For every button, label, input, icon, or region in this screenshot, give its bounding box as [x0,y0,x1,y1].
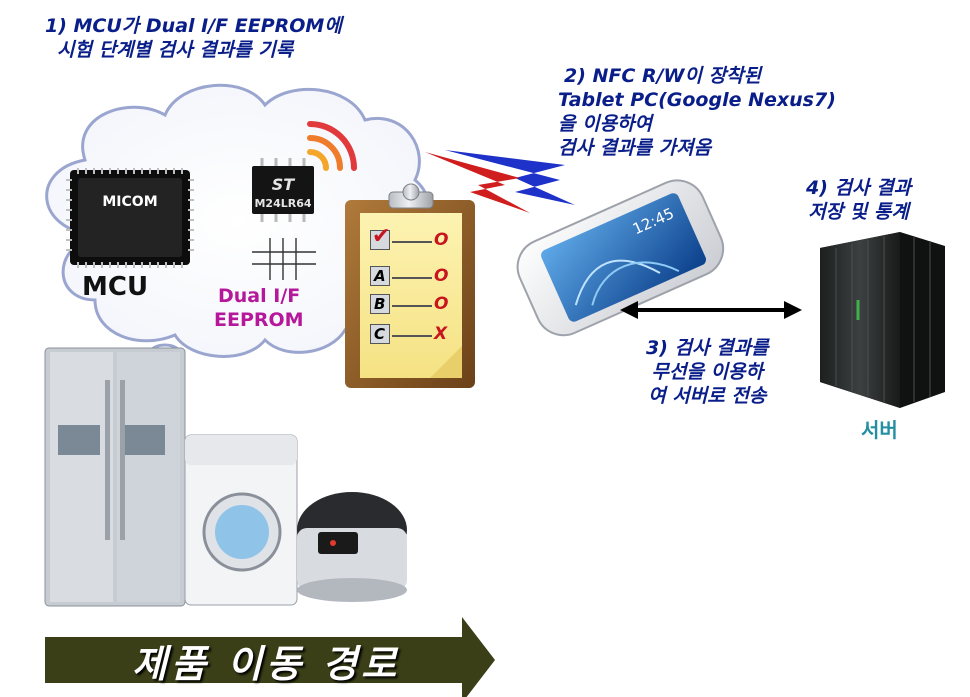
step4-note: 4) 검사 결과 저장 및 통계 [806,176,911,224]
step1-note: 1) MCU가 Dual I/F EEPROM에 시험 단계별 검사 결과를 기… [45,14,342,62]
double-arrow-icon [620,301,802,319]
step4-line2: 저장 및 통계 [808,201,909,223]
rice-cooker-icon [297,492,407,602]
refrigerator-icon [44,347,186,607]
checklist-row-3-mark: O [434,294,449,314]
checklist-row-4-label: C [374,325,386,343]
mcu-label: MCU [82,272,149,302]
step1-line1: 1) MCU가 Dual I/F EEPROM에 [45,15,342,37]
step2-line3: 을 이용하여 [558,113,653,135]
checklist-row-2-label: A [374,267,386,285]
route-label: 제품 이동 경로 [132,642,401,686]
checklist-row-2-mark: O [434,266,449,286]
micom-chip-label: MICOM [102,194,157,210]
checklist-row-1-mark: O [434,230,449,250]
eeprom-logo: ST [272,175,296,194]
step2-line1: 2) NFC R/W이 장착된 [564,65,762,87]
step2-note: 2) NFC R/W이 장착된 Tablet PC(Google Nexus7)… [558,64,836,160]
eeprom-chip-label: M24LR64 [254,197,311,210]
checklist-row-4-mark: X [434,324,448,344]
step2-line4: 검사 결과를 가져옴 [558,137,712,159]
checklist-row-3-label: B [374,295,386,313]
step2-line2: Tablet PC(Google Nexus7) [558,89,836,111]
step1-line2: 시험 단계별 검사 결과를 기록 [57,39,294,61]
server-label: 서버 [861,418,898,442]
step4-line1: 4) 검사 결과 [806,177,912,199]
eeprom-label-line1: Dual I/F [218,285,301,307]
route-arrow-icon [45,617,495,697]
eeprom-label-line2: EEPROM [214,309,304,331]
step3-line3: 여 서버로 전송 [648,385,767,407]
check-tick-icon: ✔ [372,224,391,249]
washing-machine-icon [184,434,298,606]
step3-line1: 3) 검사 결과를 [646,337,769,359]
eeprom-chip-icon: ST M24LR64 [252,158,316,280]
eeprom-label: Dual I/F EEPROM [214,284,304,332]
step3-line2: 무선을 이용하 [651,361,764,383]
server-icon [820,232,945,408]
nfc-signal-icon [307,121,357,171]
tablet-pc-icon: 12:45 [516,179,725,337]
wireless-bolt-icon [425,150,575,213]
checklist-clipboard-icon [345,183,475,388]
micom-chip-icon: MICOM [66,168,194,268]
check-mark-icon [370,230,390,250]
step3-note: 3) 검사 결과를 무선을 이용하 여 서버로 전송 [646,336,769,408]
